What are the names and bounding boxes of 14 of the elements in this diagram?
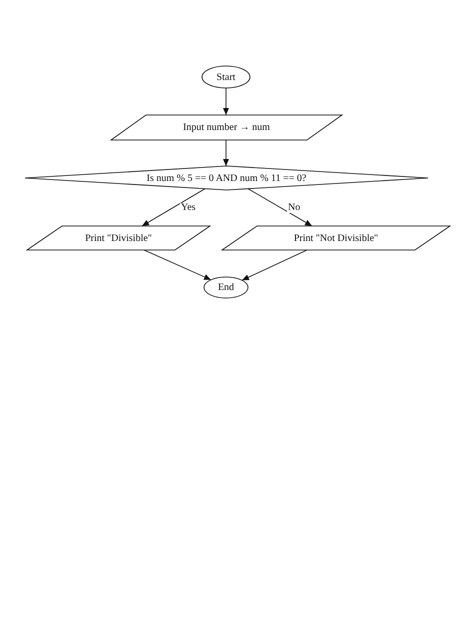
arrow <box>248 188 312 226</box>
node-label: Start <box>216 72 236 82</box>
node-label: End <box>218 282 234 293</box>
node-label: Print "Not Divisible" <box>294 232 378 244</box>
edge-label: No <box>287 203 302 213</box>
node-label: Print "Divisible" <box>85 232 152 244</box>
arrow <box>223 88 229 116</box>
arrow <box>242 250 308 281</box>
edge-label: Yes <box>180 203 197 213</box>
arrow <box>144 250 212 280</box>
arrow <box>223 140 229 166</box>
node-label: Input number → num <box>183 122 270 133</box>
arrow <box>142 188 206 226</box>
node-label: Is num % 5 == 0 AND num % 11 == 0? <box>146 172 306 184</box>
